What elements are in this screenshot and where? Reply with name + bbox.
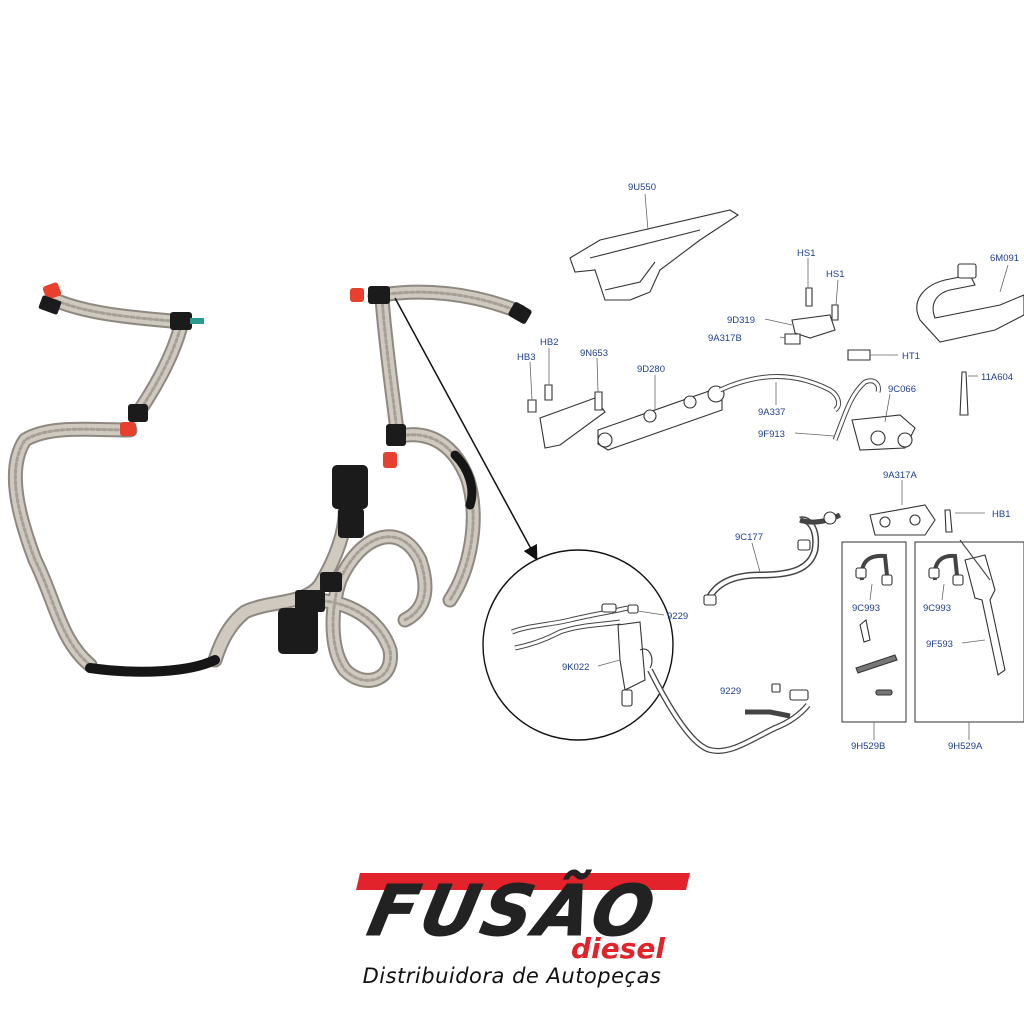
label-hb2: HB2: [540, 337, 558, 348]
brand-name: FUSÃO: [361, 870, 665, 952]
part-labels: 9U550 HS1 HS1 6M091 9D319 9A317B HT1 11A…: [517, 182, 1019, 752]
leader-lines: [529, 193, 1009, 740]
label-9c993: 9C993: [852, 603, 880, 614]
label-9h529a: 9H529A: [948, 741, 983, 752]
label-ht1: HT1: [902, 351, 920, 362]
logo-speed-stripe: [356, 873, 690, 890]
label-9f913: 9F913: [758, 429, 785, 440]
label-9c993: 9C993: [923, 603, 951, 614]
label-9u550: 9U550: [628, 182, 656, 193]
label-9a317b: 9A317B: [708, 333, 742, 344]
label-9f593: 9F593: [926, 639, 953, 650]
detail-callout-circle: [482, 549, 674, 741]
label-hb3: HB3: [517, 352, 535, 363]
label-hb1: HB1: [992, 509, 1010, 520]
fuel-return-hose-assembly: [7, 282, 532, 688]
detail-pointer-arrow: [394, 297, 538, 561]
label-9n653: 9N653: [580, 348, 608, 359]
label-9d280: 9D280: [637, 364, 665, 375]
red-cap-icon: [42, 282, 397, 468]
label-hs1: HS1: [826, 269, 844, 280]
label-11a604: 11A604: [981, 372, 1013, 383]
label-9h529b: 9H529B: [851, 741, 885, 752]
brand-tagline: Distribuidora de Autopeças: [362, 964, 662, 988]
brand-logo: FUSÃO diesel: [356, 869, 690, 965]
label-9k022: 9K022: [562, 662, 589, 673]
exploded-parts-drawing: [511, 209, 1024, 754]
label-9d319: 9D319: [727, 315, 755, 326]
brand-sub: diesel: [571, 932, 665, 965]
label-9229: 9229: [720, 686, 741, 697]
label-9c066: 9C066: [888, 384, 916, 395]
label-9a317a: 9A317A: [883, 470, 917, 481]
label-9229: 9229: [667, 611, 688, 622]
label-hs1: HS1: [797, 248, 815, 259]
label-9c177: 9C177: [735, 532, 763, 543]
label-6m091: 6M091: [990, 253, 1019, 264]
label-9a337: 9A337: [758, 407, 785, 418]
